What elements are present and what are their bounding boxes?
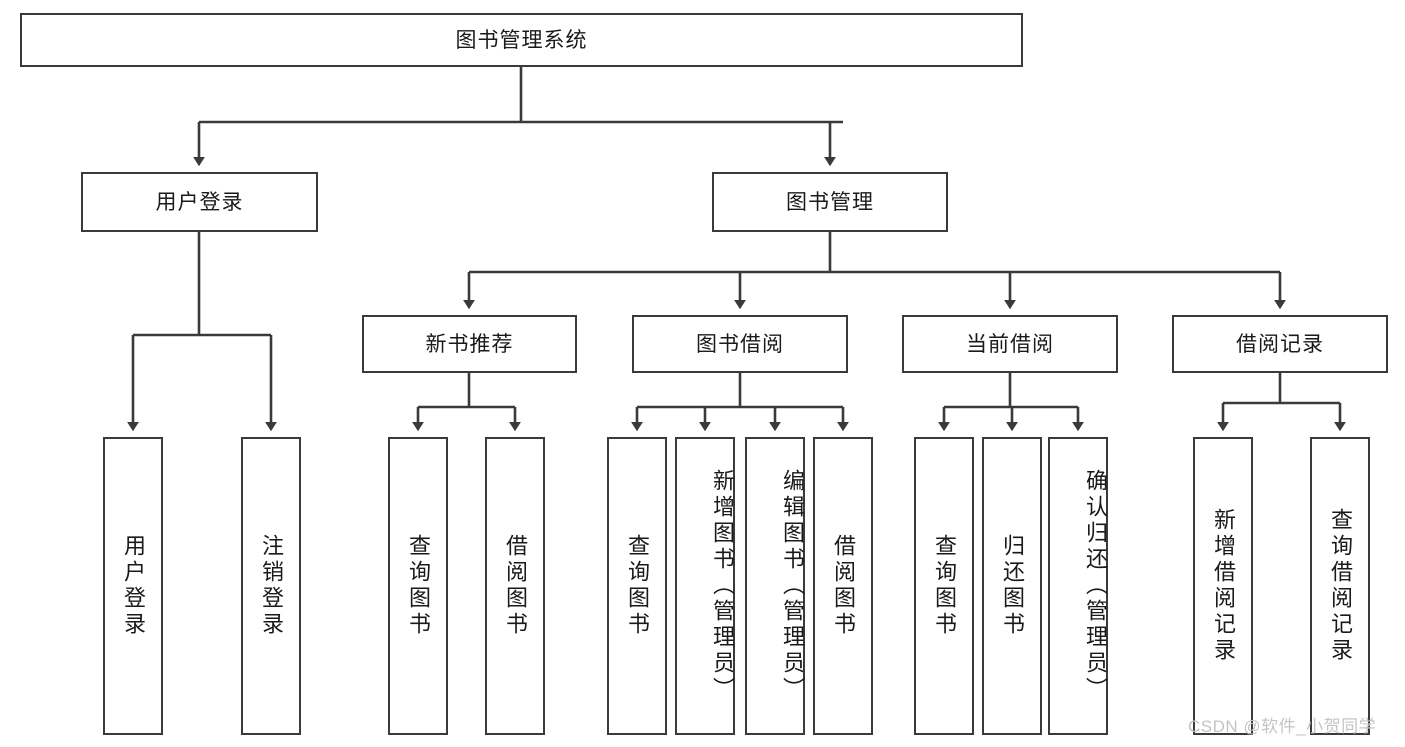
node-root-system[interactable]: 图书管理系统 xyxy=(20,13,1023,67)
node-leaf-edit-book-admin[interactable]: 编辑图书（管理员） xyxy=(745,437,805,735)
node-leaf-borrow-book[interactable]: 借阅图书 xyxy=(813,437,873,735)
node-leaf-query-book-current[interactable]: 查询图书 xyxy=(914,437,974,735)
node-leaf-confirm-return-admin[interactable]: 确认归还（管理员） xyxy=(1048,437,1108,735)
node-leaf-user-login[interactable]: 用户登录 xyxy=(103,437,163,735)
node-leaf-add-book-admin[interactable]: 新增图书（管理员） xyxy=(675,437,735,735)
node-book-management[interactable]: 图书管理 xyxy=(712,172,948,232)
node-user-login[interactable]: 用户登录 xyxy=(81,172,318,232)
node-leaf-return-book[interactable]: 归还图书 xyxy=(982,437,1042,735)
node-leaf-query-book-recommend[interactable]: 查询图书 xyxy=(388,437,448,735)
node-leaf-add-borrow-record[interactable]: 新增借阅记录 xyxy=(1193,437,1253,735)
node-book-borrow[interactable]: 图书借阅 xyxy=(632,315,848,373)
node-leaf-query-borrow-record[interactable]: 查询借阅记录 xyxy=(1310,437,1370,735)
node-new-book-recommend[interactable]: 新书推荐 xyxy=(362,315,577,373)
node-borrow-record[interactable]: 借阅记录 xyxy=(1172,315,1388,373)
node-leaf-logout[interactable]: 注销登录 xyxy=(241,437,301,735)
node-current-borrow[interactable]: 当前借阅 xyxy=(902,315,1118,373)
node-leaf-borrow-book-recommend[interactable]: 借阅图书 xyxy=(485,437,545,735)
node-leaf-query-book-borrow[interactable]: 查询图书 xyxy=(607,437,667,735)
